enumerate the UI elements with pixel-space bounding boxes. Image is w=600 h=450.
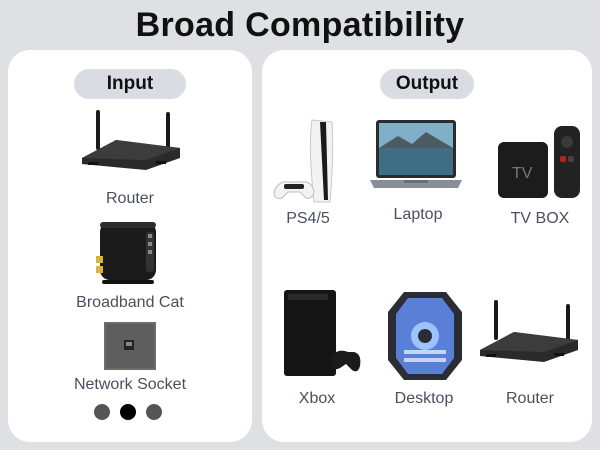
router-icon: [82, 110, 180, 170]
input-item-label: Network Socket: [73, 376, 187, 393]
desktop-pc-icon: [388, 292, 462, 380]
game-console-icon: [273, 119, 334, 203]
network-socket-icon: [104, 322, 156, 370]
input-item-label: Router: [105, 190, 155, 207]
output-item-label: Router: [505, 390, 555, 407]
output-item-label: Xbox: [298, 390, 336, 407]
input-panel: Input Router Broadband Cat Network Socke…: [8, 50, 252, 442]
output-item-label: PS4/5: [286, 210, 330, 227]
broadband-cat-icon: [96, 222, 156, 284]
output-heading: Output: [380, 69, 474, 99]
pagination-dot-active[interactable]: [120, 404, 136, 420]
output-item-label: TV BOX: [510, 210, 570, 227]
page-title: Broad Compatibility: [135, 6, 465, 44]
laptop-icon: [370, 120, 462, 188]
output-panel: Output PS4/5 Laptop TV TV BOX Xbox: [262, 50, 592, 442]
svg-text:TV: TV: [512, 165, 533, 182]
pagination-dots: [94, 404, 166, 422]
tv-box-icon: TV: [498, 126, 580, 198]
pagination-dot[interactable]: [94, 404, 110, 420]
pagination-dot[interactable]: [146, 404, 162, 420]
router-icon: [480, 300, 578, 362]
input-heading: Input: [74, 69, 186, 99]
output-item-label: Laptop: [393, 206, 443, 223]
input-item-label: Broadband Cat: [76, 294, 184, 311]
output-item-label: Desktop: [394, 390, 454, 407]
xbox-icon: [284, 290, 361, 376]
